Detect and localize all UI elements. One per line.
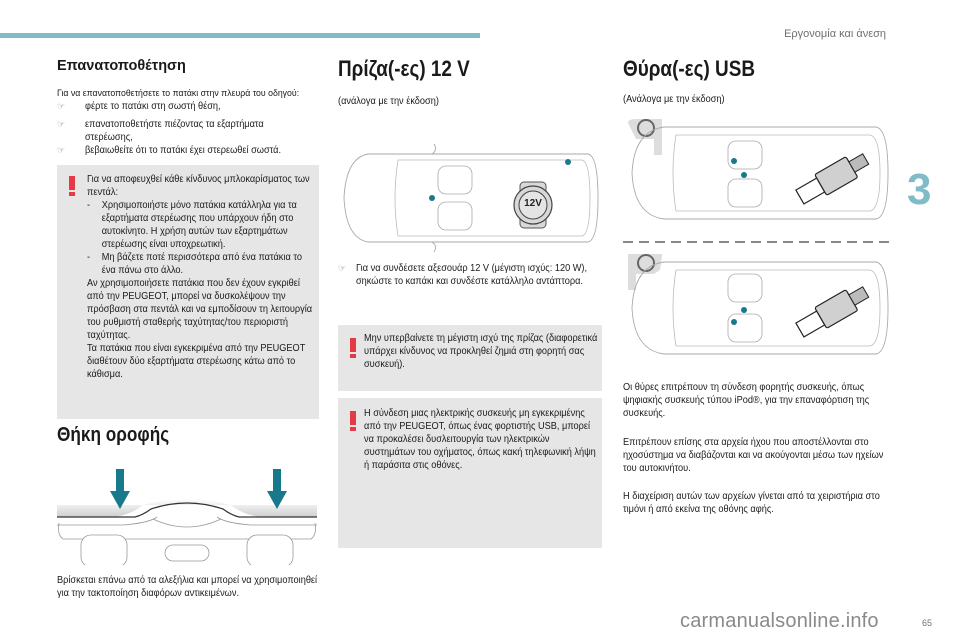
- refit-heading: Επανατοποθέτηση: [57, 58, 186, 74]
- warning-exclamation-icon: [350, 338, 356, 358]
- chapter-number: 3: [907, 165, 932, 214]
- warning-exclamation-icon: [350, 411, 356, 431]
- pedal-warning-box: Για να αποφευχθεί κάθε κίνδυνος μπλοκαρί…: [57, 165, 319, 419]
- roof-storage-illustration: [57, 469, 317, 565]
- roof-heading: Θήκη οροφής: [57, 424, 170, 446]
- warning-intro: Για να αποφευχθεί κάθε κίνδυνος μπλοκαρί…: [87, 174, 310, 198]
- usb-location-dot: [741, 172, 747, 178]
- usb-heading: Θύρα(-ες) USB: [623, 56, 755, 81]
- pointing-hand-icon: ☞: [57, 101, 66, 111]
- warning-exclamation-icon: [69, 176, 75, 196]
- divider-dashed-line: [623, 241, 893, 243]
- watermark: carmanualsonline.info: [680, 610, 879, 632]
- usb-plug-icon: [795, 153, 870, 205]
- usb-location-dot: [731, 158, 737, 164]
- down-arrow-icon: [110, 469, 130, 509]
- socket-location-dot: [565, 159, 571, 165]
- pointing-hand-icon: ☞: [57, 119, 66, 129]
- header-accent-bar: [0, 33, 480, 38]
- pointing-hand-icon: ☞: [57, 145, 66, 155]
- down-arrow-icon: [267, 469, 287, 509]
- power-warning-box: Μην υπερβαίνετε τη μέγιστη ισχύ της πρίζ…: [338, 325, 602, 391]
- page-number: 65: [922, 618, 933, 628]
- chapter-title: Εργονομία και άνεση: [784, 28, 886, 40]
- 12v-socket-icon: [513, 181, 553, 229]
- usb-paragraph: Επιτρέπουν επίσης στα αρχεία ήχου που απ…: [623, 437, 884, 474]
- usb-subtitle: (Ανάλογα με την έκδοση): [623, 94, 725, 105]
- usb-paragraph: Η διαχείριση αυτών των αρχείων γίνεται α…: [623, 491, 880, 515]
- socket-heading: Πρίζα(-ες) 12 V: [338, 56, 470, 81]
- roof-description: Βρίσκεται επάνω από τα αλεξήλια και μπορ…: [57, 575, 318, 599]
- refit-intro: Για να επανατοποθετήσετε το πατάκι στην …: [57, 88, 300, 99]
- usb-paragraph: Οι θύρες επιτρέπουν τη σύνδεση φορητής σ…: [623, 382, 870, 419]
- usb-charger-warning-box: Η σύνδεση μιας ηλεκτρικής συσκευής μη εγ…: [338, 398, 602, 548]
- usb-plug-icon: [795, 286, 870, 338]
- warning-item: -Μη βάζετε ποτέ περισσότερα από ένα πατά…: [87, 252, 302, 276]
- warning-paragraph: Αν χρησιμοποιήσετε πατάκια που δεν έχουν…: [87, 278, 313, 341]
- warning-item: -Χρησιμοποιήστε μόνο πατάκια κατάλληλα γ…: [87, 200, 297, 250]
- socket-location-dot: [429, 195, 435, 201]
- socket-subtitle: (ανάλογα με την έκδοση): [338, 96, 439, 107]
- van-usb-illustration-rhd: [628, 254, 889, 355]
- usb-location-dot: [731, 319, 737, 325]
- socket-label: 12V: [524, 198, 542, 209]
- van-usb-illustration-lhd: [628, 119, 889, 220]
- usb-location-dot: [741, 307, 747, 313]
- pointing-hand-icon: ☞: [338, 263, 347, 273]
- warning-paragraph: Τα πατάκια που είναι εγκεκριμένα από την…: [87, 343, 306, 380]
- van-12v-illustration: [343, 143, 599, 253]
